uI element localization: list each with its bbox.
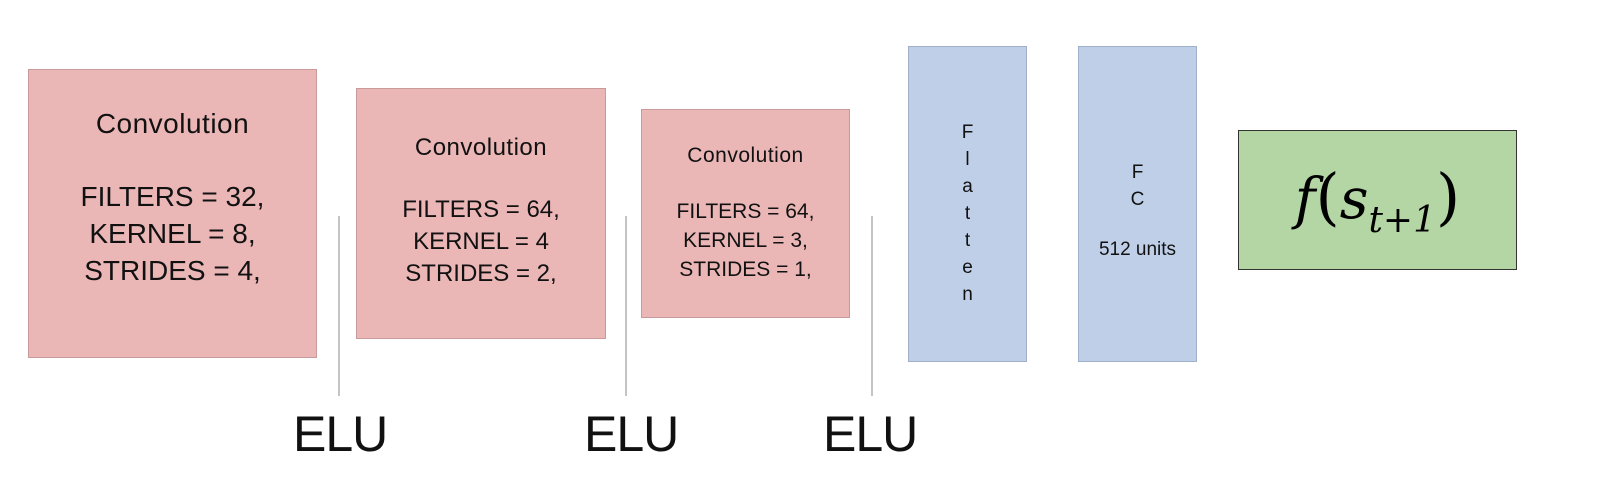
activation-divider-3 bbox=[871, 216, 873, 396]
conv-layer-3-strides: STRIDES = 1, bbox=[679, 258, 812, 281]
activation-label-3: ELU bbox=[823, 406, 918, 462]
conv-layer-3-title: Convolution bbox=[687, 144, 804, 167]
fully-connected-layer-label: F C bbox=[1079, 159, 1196, 213]
flatten-layer-label: F l a t t e n bbox=[909, 119, 1026, 308]
output-formula: f(st+1) bbox=[1295, 160, 1460, 241]
conv-layer-1-filters: FILTERS = 32, bbox=[80, 181, 265, 212]
conv-layer-3-params: FILTERS = 64, KERNEL = 3, STRIDES = 1, bbox=[642, 197, 849, 284]
conv-layer-2-strides: STRIDES = 2, bbox=[405, 260, 557, 287]
conv-layer-2-title: Convolution bbox=[414, 134, 548, 161]
activation-label-2: ELU bbox=[584, 406, 679, 462]
conv-layer-3-kernel: KERNEL = 3, bbox=[683, 229, 808, 252]
conv-layer-2: Convolution FILTERS = 64, KERNEL = 4 STR… bbox=[356, 88, 606, 339]
flatten-letter: e bbox=[962, 257, 973, 278]
conv-layer-1-kernel: KERNEL = 8, bbox=[89, 218, 256, 249]
open-paren: ( bbox=[1315, 159, 1340, 233]
conv-layer-2-kernel: KERNEL = 4 bbox=[413, 228, 549, 255]
fully-connected-units: 512 units bbox=[1098, 239, 1177, 260]
flatten-letter: F bbox=[961, 122, 974, 143]
activation-label-1: ELU bbox=[293, 406, 388, 462]
conv-layer-2-filters: FILTERS = 64, bbox=[402, 196, 560, 223]
fc-letter: C bbox=[1130, 189, 1145, 210]
conv-layer-1: Convolution FILTERS = 32, KERNEL = 8, ST… bbox=[28, 69, 317, 358]
close-paren: ) bbox=[1436, 159, 1461, 233]
conv-layer-3: Convolution FILTERS = 64, KERNEL = 3, ST… bbox=[641, 109, 850, 318]
activation-divider-1 bbox=[338, 216, 340, 396]
output-subscript: t+1 bbox=[1368, 199, 1437, 241]
conv-layer-1-title: Convolution bbox=[95, 108, 250, 139]
activation-divider-2 bbox=[625, 216, 627, 396]
fc-letter: F bbox=[1131, 162, 1144, 183]
output-function-box: f(st+1) bbox=[1238, 130, 1517, 270]
conv-layer-2-params: FILTERS = 64, KERNEL = 4 STRIDES = 2, bbox=[357, 194, 605, 290]
conv-layer-1-params: FILTERS = 32, KERNEL = 8, STRIDES = 4, bbox=[29, 178, 316, 289]
output-variable-symbol: s bbox=[1339, 166, 1369, 232]
flatten-letter: t bbox=[964, 203, 971, 224]
conv-layer-1-strides: STRIDES = 4, bbox=[84, 255, 261, 286]
flatten-letter: n bbox=[962, 284, 973, 305]
flatten-letter: t bbox=[964, 230, 971, 251]
conv-layer-3-filters: FILTERS = 64, bbox=[676, 200, 815, 223]
output-function-symbol: f bbox=[1294, 166, 1316, 232]
flatten-letter: a bbox=[962, 176, 973, 197]
fully-connected-layer: F C 512 units bbox=[1078, 46, 1197, 362]
flatten-layer: F l a t t e n bbox=[908, 46, 1027, 362]
flatten-letter: l bbox=[965, 149, 970, 170]
